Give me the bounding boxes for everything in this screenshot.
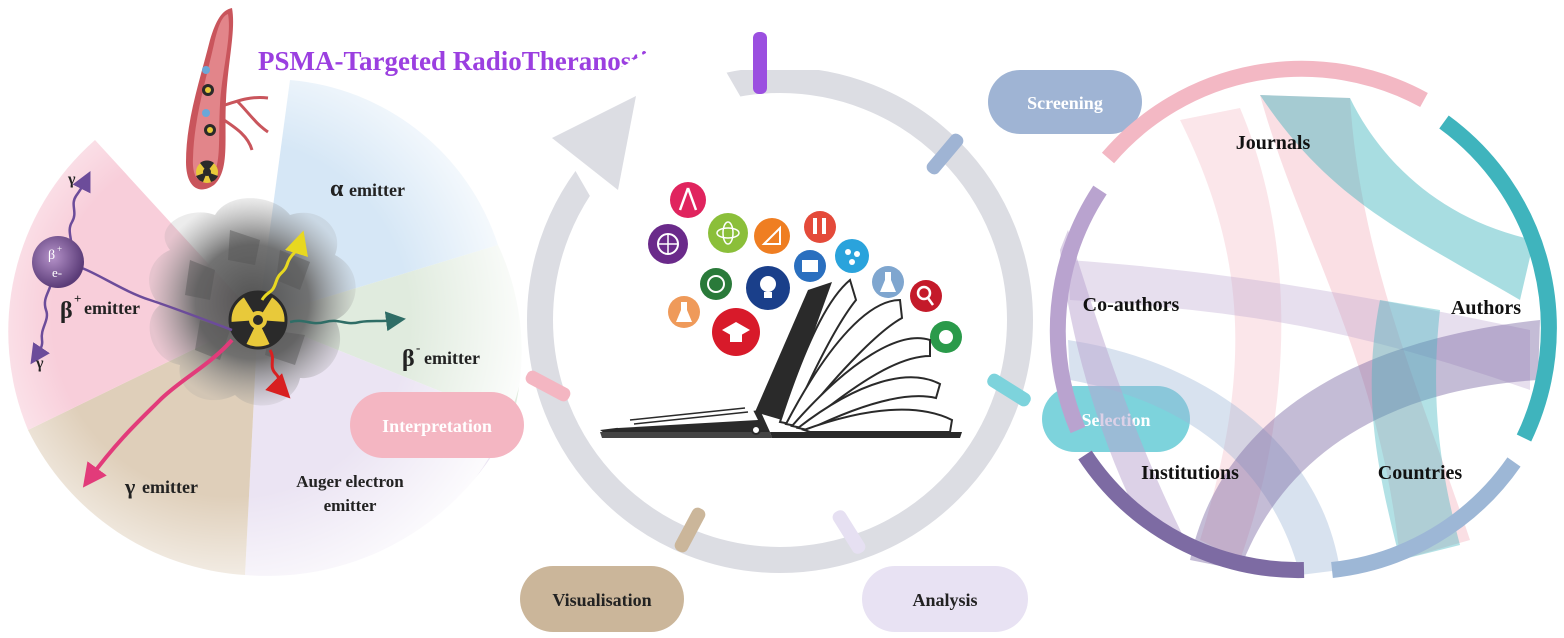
authors-arc (1439, 115, 1557, 442)
co-authors-label: Co-authors (1083, 294, 1180, 316)
cycle-ring (525, 23, 1033, 573)
institutions-arc (1078, 450, 1305, 579)
step-screening[interactable]: Screening (988, 70, 1142, 134)
flask-icon (872, 266, 904, 298)
leaf-icon (930, 321, 962, 353)
gamma-symbol: γ (124, 474, 135, 499)
ribbon-institutions-authors (1190, 320, 1540, 570)
earth-icon (700, 268, 732, 300)
beta-minus-symbol: β (402, 346, 415, 372)
journals-arc (1101, 60, 1428, 164)
particle-beta-sup: + (57, 244, 62, 254)
blood-vessel (186, 8, 269, 190)
book-icon (794, 250, 826, 282)
cycle-arrow-head (552, 96, 636, 190)
beta-plus-symbol: β (60, 298, 73, 324)
auger-label-line1: Auger electron (296, 472, 404, 491)
title-tick (753, 32, 767, 94)
chord-diagram: Journals Authors Co-authors Institutions… (1049, 60, 1557, 579)
step-interpretation[interactable]: Interpretation (350, 392, 524, 458)
step-visualisation-label: Visualisation (552, 590, 651, 610)
ribbon-coauthors-authors (1068, 260, 1530, 390)
step-visualisation[interactable]: Visualisation (520, 566, 684, 632)
alpha-symbol: α (330, 176, 344, 202)
palette-icon (835, 239, 869, 273)
ribbon-journals-authors (1260, 95, 1534, 300)
graduation-cap-icon (712, 308, 760, 356)
radiation-tracks (30, 171, 406, 488)
countries-arc (1331, 457, 1521, 578)
step-screening-label: Screening (1027, 93, 1103, 113)
globe-icon (648, 224, 688, 264)
ribbon-journals-institutions (1180, 108, 1282, 560)
institutions-label: Institutions (1141, 462, 1239, 484)
particle-e-label: e- (52, 265, 62, 280)
compass-icon (670, 182, 706, 218)
laptop-icon (600, 278, 962, 438)
interpretation-tick (525, 370, 571, 402)
pencil-icon (804, 211, 836, 243)
page-title: PSMA-Targeted RadioTheranostics (258, 46, 670, 76)
journals-label: Journals (1236, 132, 1311, 154)
beta-plus-sup: + (74, 291, 81, 306)
flask-orange-icon (668, 296, 700, 328)
countries-label: Countries (1378, 462, 1463, 484)
screening-tick (926, 133, 964, 175)
beta-minus-sup: - (416, 340, 420, 355)
gamma-ray-top-label: γ (67, 171, 76, 188)
selection-tick (987, 373, 1031, 407)
step-analysis-label: Analysis (912, 590, 977, 610)
alpha-emitter-label: emitter (349, 180, 405, 200)
magnifier-icon (910, 280, 942, 312)
authors-label: Authors (1451, 297, 1521, 319)
education-icons (648, 182, 962, 356)
coauthors-arc (1049, 185, 1107, 434)
ribbon-authors-countries (1371, 300, 1460, 560)
lightbulb-icon (746, 266, 790, 310)
analysis-tick (832, 510, 866, 554)
ribbon-journals-countries (1260, 95, 1470, 560)
particle-beta-label: β (48, 248, 55, 263)
ruler-icon (754, 218, 790, 254)
step-interpretation-label: Interpretation (382, 416, 492, 436)
step-analysis[interactable]: Analysis (862, 566, 1028, 632)
positron-particle: β + e- (32, 236, 84, 288)
auger-label-line2: emitter (324, 496, 377, 515)
ribbon-coauthors-institutions (1060, 230, 1190, 550)
beta-minus-emitter-label: emitter (424, 348, 480, 368)
gamma-emitter-label: emitter (142, 477, 198, 497)
beta-plus-emitter-label: emitter (84, 298, 140, 318)
atom-icon (708, 213, 748, 253)
visualisation-tick (674, 507, 706, 553)
gamma-ray-bottom-label: γ (35, 355, 44, 372)
